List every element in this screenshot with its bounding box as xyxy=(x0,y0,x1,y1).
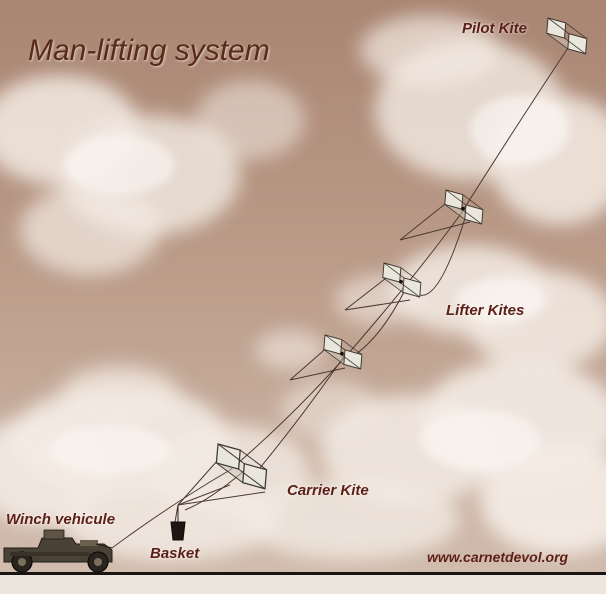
website-credit: www.carnetdevol.org xyxy=(427,549,569,565)
carrier-kite-icon xyxy=(215,443,268,490)
main-tether xyxy=(111,44,571,549)
lifter-kite-2-icon xyxy=(382,262,422,298)
winch-vehicle-icon xyxy=(3,529,113,573)
carrier-kite-label: Carrier Kite xyxy=(287,482,369,499)
trolley-point xyxy=(461,206,465,211)
winch-vehicle-label: Winch vehicule xyxy=(6,511,116,528)
pilot-kite-icon xyxy=(546,17,588,55)
kites xyxy=(215,17,588,490)
cloud-highlights xyxy=(50,95,570,475)
pilot-kite-label: Pilot Kite xyxy=(462,20,528,37)
lifter-kites-label: Lifter Kites xyxy=(446,302,525,319)
lifter-kite-3-icon xyxy=(323,334,363,370)
ground xyxy=(0,574,606,594)
trolley-point xyxy=(399,279,403,284)
ground-line xyxy=(0,572,606,575)
diagram-title: Man-lifting system xyxy=(28,34,270,67)
basket-label: Basket xyxy=(150,545,200,562)
basket-icon xyxy=(170,505,186,541)
trolley-point xyxy=(340,351,344,356)
lifter-kite-1-icon xyxy=(444,189,484,225)
